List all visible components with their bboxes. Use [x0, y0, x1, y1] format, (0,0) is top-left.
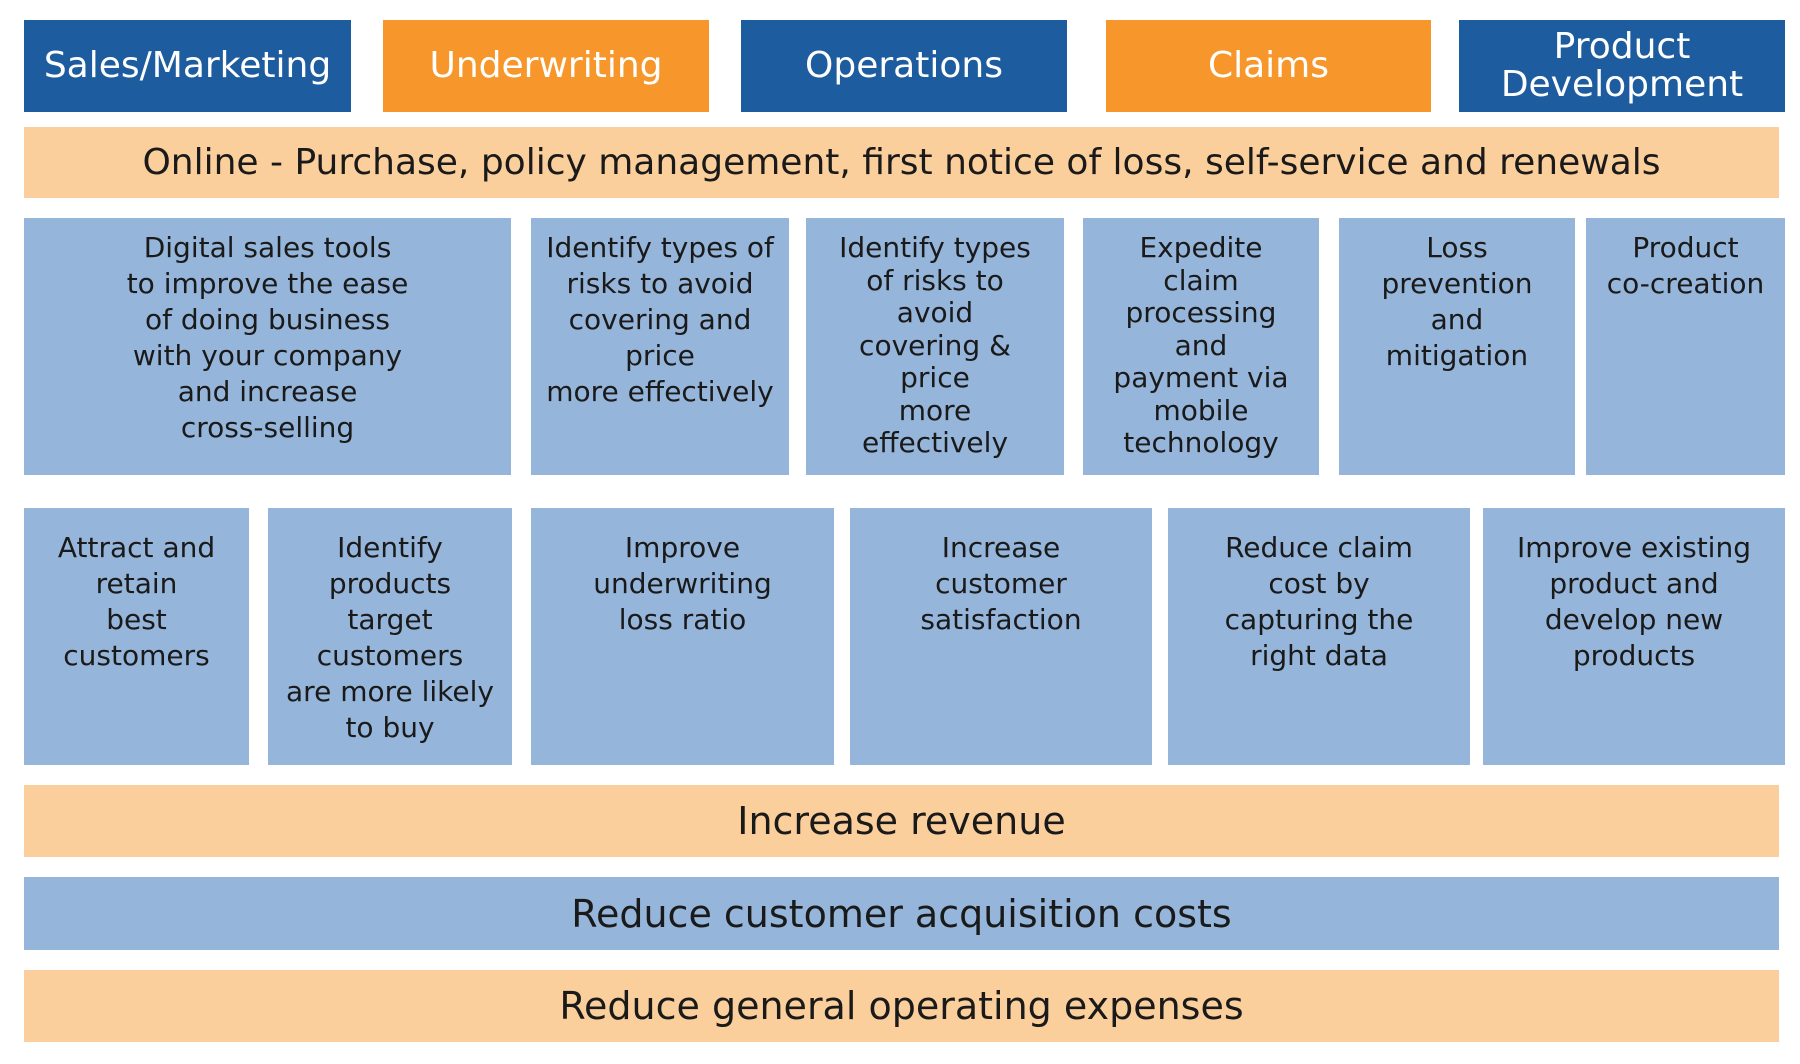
header-product-development: Product Development — [1459, 20, 1785, 112]
cell-digital-sales-tools: Digital sales tools to improve the ease … — [24, 218, 511, 475]
cell-increase-satisfaction: Increase customer satisfaction — [850, 508, 1152, 765]
header-claims: Claims — [1106, 20, 1431, 112]
cell-identify-products: Identify products target customers are m… — [268, 508, 512, 765]
band-reduce-operating-expenses: Reduce general operating expenses — [24, 970, 1779, 1042]
cell-loss-prevention: Loss prevention and mitigation — [1339, 218, 1575, 475]
cell-reduce-claim-cost: Reduce claim cost by capturing the right… — [1168, 508, 1470, 765]
cell-attract-retain: Attract and retain best customers — [24, 508, 249, 765]
cell-operations-identify-risks: Identify types of risks to avoid coverin… — [806, 218, 1064, 475]
band-increase-revenue: Increase revenue — [24, 785, 1779, 857]
online-band: Online - Purchase, policy management, fi… — [24, 127, 1779, 198]
cell-improve-underwriting: Improve underwriting loss ratio — [531, 508, 834, 765]
cell-improve-products: Improve existing product and develop new… — [1483, 508, 1785, 765]
cell-underwriting-identify-risks: Identify types of risks to avoid coverin… — [531, 218, 789, 475]
cell-product-co-creation: Product co-creation — [1586, 218, 1785, 475]
header-underwriting: Underwriting — [383, 20, 709, 112]
header-operations: Operations — [741, 20, 1067, 112]
header-sales-marketing: Sales/Marketing — [24, 20, 351, 112]
band-reduce-acquisition-costs: Reduce customer acquisition costs — [24, 877, 1779, 950]
cell-expedite-claim: Expedite claim processing and payment vi… — [1083, 218, 1319, 475]
